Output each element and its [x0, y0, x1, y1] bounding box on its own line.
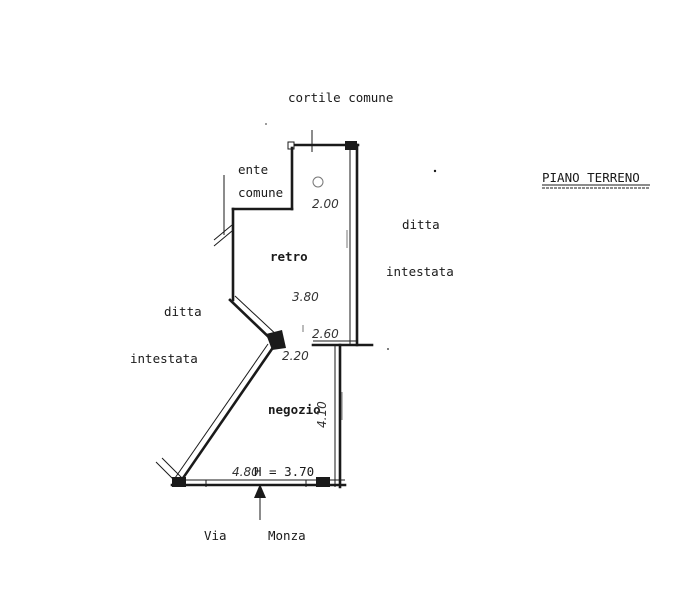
- room-retro-label: retro: [270, 249, 308, 264]
- pillar-central: [266, 330, 286, 350]
- stray-dot-2: [265, 123, 267, 125]
- walls: [155, 130, 374, 489]
- street-corner-right: [316, 477, 330, 487]
- wall-left-break-1: [213, 224, 233, 241]
- wall-diagonal-lower: [179, 344, 276, 483]
- neighbour-line-left-1: [155, 461, 177, 483]
- dimension-4-80: 4.80: [232, 465, 259, 479]
- dimension-3-80: 3.80: [292, 290, 319, 304]
- pencil-scribble: [312, 176, 324, 188]
- plan-title: PIANO TERRENO: [542, 170, 650, 189]
- ditta-left-label: ditta: [164, 304, 202, 319]
- intestata-left-label: intestata: [130, 351, 198, 366]
- stray-dot-1: [433, 169, 437, 173]
- entrance-arrow: [254, 484, 266, 520]
- dimension-2-20: 2.20: [282, 349, 309, 363]
- wall-diagonal-upper-inner: [234, 295, 281, 339]
- dimensions: 2.00 3.80 2.60 2.20 4.10 4.80 H = 3.70: [232, 176, 348, 479]
- wall-diagonal-lower-inner: [174, 343, 269, 479]
- neighbour-line-left-2: [161, 457, 183, 479]
- intestata-right-label: intestata: [386, 264, 454, 279]
- plan-title-text: PIANO TERRENO: [542, 170, 640, 185]
- ditta-right-label: ditta: [402, 217, 440, 232]
- entrance-arrow-head: [254, 484, 266, 498]
- ente-label: ente: [238, 162, 268, 177]
- street-corner-left: [172, 477, 186, 487]
- room-negozio-label: negozio: [268, 402, 321, 417]
- dimension-2-00: 2.00: [312, 197, 339, 211]
- dimension-2-60: 2.60: [312, 327, 339, 341]
- dimension-4-10: 4.10: [315, 401, 329, 428]
- courtyard-label: cortile comune: [288, 90, 393, 105]
- wall-top-corner-block: [345, 141, 357, 150]
- wall-left-break-2: [213, 230, 233, 247]
- stray-dot-3: [387, 348, 389, 350]
- street-monza-label: Monza: [268, 528, 306, 543]
- ceiling-height: H = 3.70: [254, 464, 314, 479]
- comune-label: comune: [238, 185, 283, 200]
- street-via-label: Via: [204, 528, 227, 543]
